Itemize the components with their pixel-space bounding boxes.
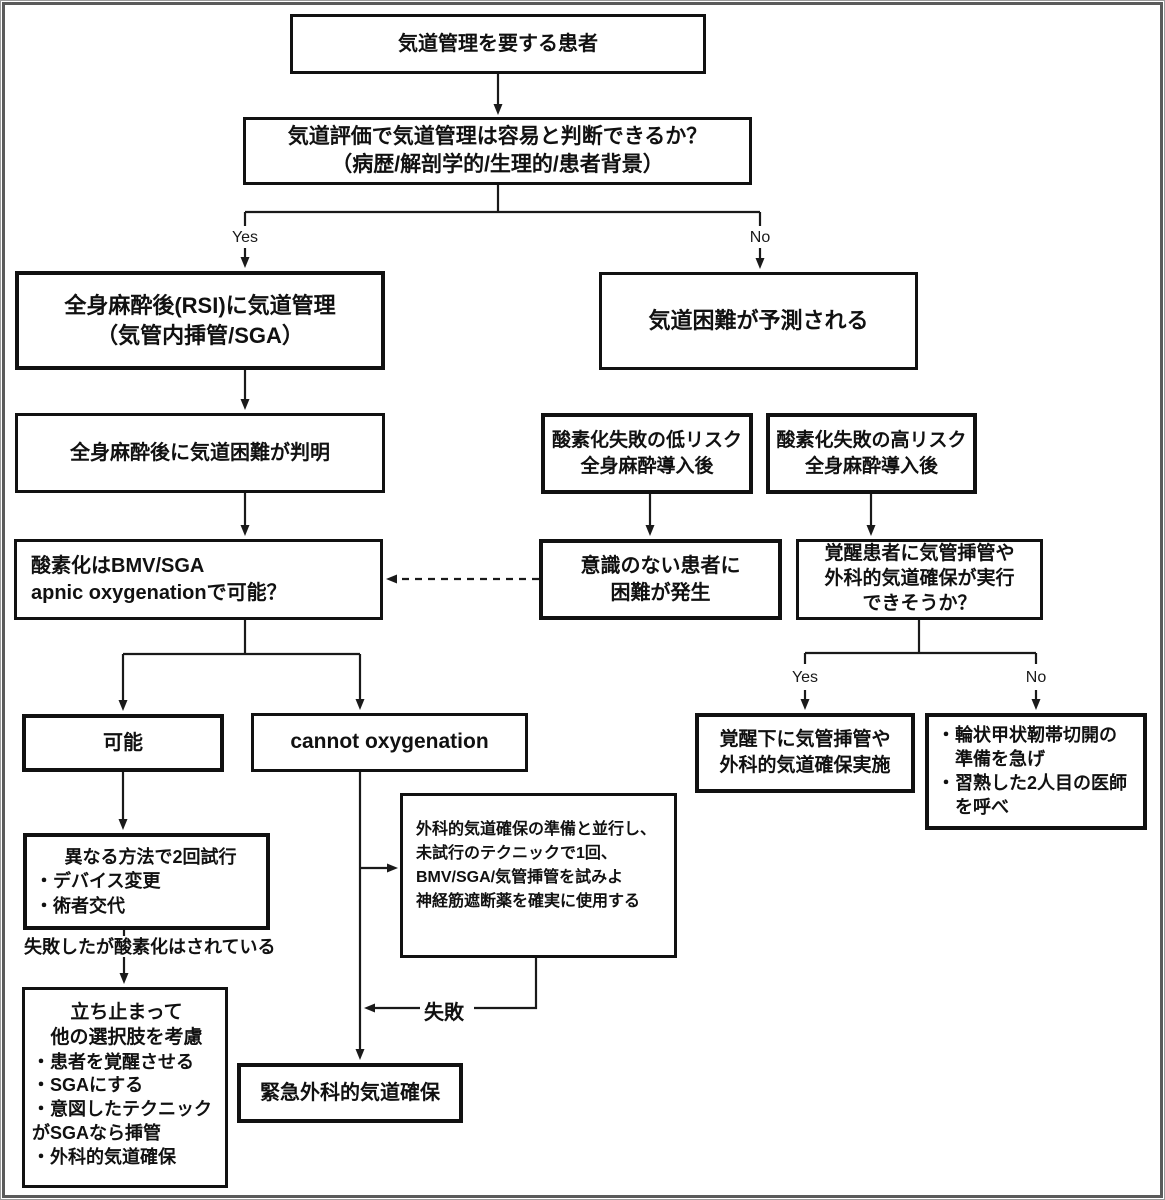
node-cannot-oxygenation: cannot oxygenation	[251, 713, 528, 772]
node-emergency-surgical-airway: 緊急外科的気道確保	[237, 1063, 463, 1123]
node-difficulty-found-after-ga: 全身麻酔後に気道困難が判明	[15, 413, 385, 493]
node-prepare-cricothyrotomy: ・輪状甲状靭帯切開の 準備を急げ ・習熟した2人目の医師 を呼べ	[925, 713, 1147, 830]
node-difficult-airway-predicted: 気道困難が予測される	[599, 272, 918, 370]
node-parallel-one-attempt: 外科的気道確保の準備と並行し、 未試行のテクニックで1回、 BMV/SGA/気管…	[400, 793, 677, 958]
branch-oxygenation-split	[123, 620, 360, 656]
label-yes-top: Yes	[231, 229, 259, 246]
node-high-risk-oxygenation-failure: 酸素化失敗の高リスク 全身麻酔導入後	[766, 413, 977, 494]
node-awake-intubation-performed: 覚醒下に気管挿管や 外科的気道確保実施	[695, 713, 915, 793]
label-yes-awake: Yes	[791, 669, 819, 686]
line-parallel-failure	[474, 958, 538, 1010]
branch-top-split	[243, 185, 762, 226]
node-start: 気道管理を要する患者	[290, 14, 706, 74]
node-possible: 可能	[22, 714, 224, 772]
node-awake-intubation-feasible-question: 覚醒患者に気管挿管や 外科的気道確保が実行 できそうか？	[796, 539, 1043, 620]
node-low-risk-oxygenation-failure: 酸素化失敗の低リスク 全身麻酔導入後	[541, 413, 753, 494]
label-no-top: No	[749, 229, 771, 246]
node-oxygenation-possible-question: 酸素化はBMV/SGA apnic oxygenationで可能？	[14, 539, 383, 620]
node-difficulty-unconscious-patient: 意識のない患者に 困難が発生	[539, 539, 782, 620]
branch-awake-split	[803, 620, 1038, 664]
node-two-attempts-different-methods: 異なる方法で2回試行 ・デバイス変更 ・術者交代	[23, 833, 270, 930]
note-failed-but-oxygenated: 失敗したが酸素化はされている	[24, 937, 276, 957]
node-stop-consider-options: 立ち止まって 他の選択肢を考慮 ・患者を覚醒させる ・SGAにする ・意図したテ…	[22, 987, 228, 1188]
label-no-awake: No	[1025, 669, 1047, 686]
node-rsi-airway-management: 全身麻酔後(RSI)に気道管理 （気管内挿管/SGA）	[15, 271, 385, 370]
label-failure: 失敗	[424, 1002, 464, 1024]
node-assessment: 気道評価で気道管理は容易と判断できるか？ （病歴/解剖学的/生理的/患者背景）	[243, 117, 752, 185]
